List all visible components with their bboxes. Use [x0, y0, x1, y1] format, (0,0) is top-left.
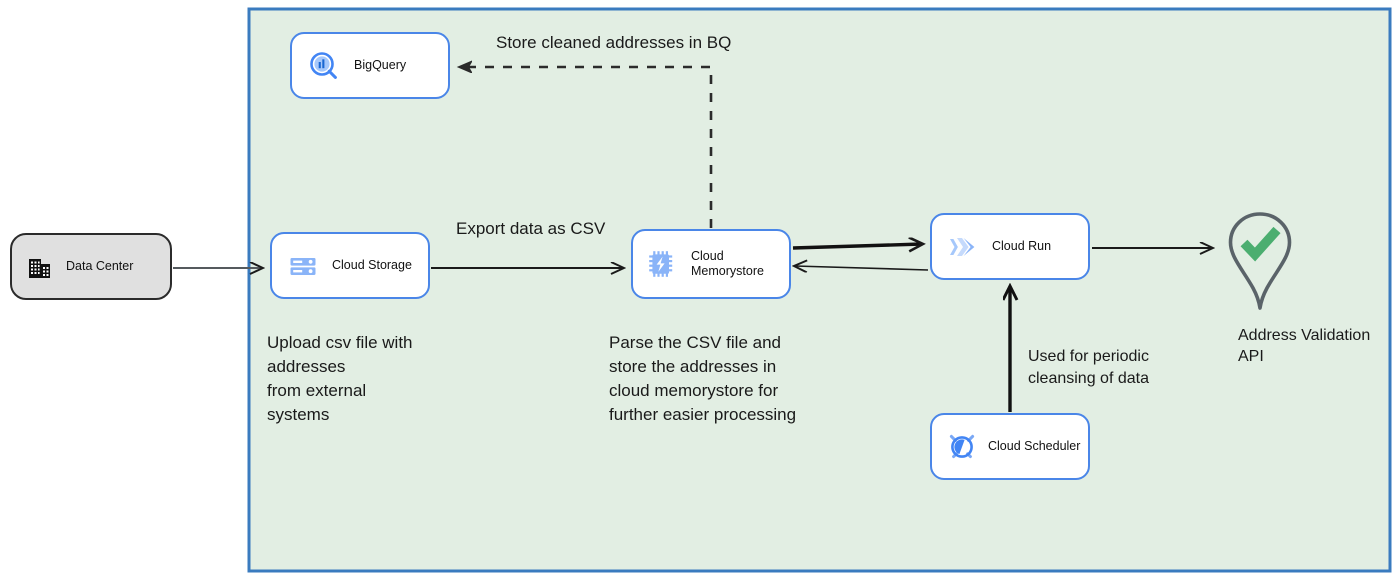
- label-address-validation-api: Address Validation API: [1238, 327, 1371, 365]
- node-cloud-scheduler[interactable]: Cloud Scheduler: [930, 413, 1090, 480]
- node-label: Cloud Run: [992, 239, 1052, 253]
- node-label: Cloud Memorystore: [691, 249, 764, 278]
- edge-memorystore-to-bigquery: [460, 67, 713, 228]
- node-bigquery[interactable]: BigQuery: [290, 32, 450, 99]
- edge-label-export-csv: Export data as CSV: [456, 219, 606, 238]
- cloud-memorystore-icon: [647, 249, 677, 279]
- node-label: Cloud Storage: [332, 258, 412, 272]
- bigquery-icon: [308, 50, 340, 82]
- data-center-icon: [26, 253, 54, 281]
- map-pin-check-icon: [1228, 212, 1292, 310]
- node-data-center[interactable]: Data Center: [10, 233, 172, 300]
- cloud-storage-icon: [288, 251, 318, 281]
- node-label: Cloud Scheduler: [988, 439, 1081, 453]
- caption-periodic-cleansing: Used for periodic cleansing of data: [1028, 348, 1149, 387]
- edge-label-store-in-bq: Store cleaned addresses in BQ: [496, 33, 732, 52]
- node-label: BigQuery: [354, 58, 407, 72]
- node-cloud-storage[interactable]: Cloud Storage: [270, 232, 430, 299]
- cloud-scheduler-icon: [946, 431, 978, 463]
- caption-parse-csv: Parse the CSV file and store the address…: [609, 333, 797, 424]
- edge-memorystore-to-cloudrun: [792, 244, 922, 248]
- google-cloud-boundary: [247, 7, 1392, 573]
- node-address-validation-api[interactable]: [1222, 208, 1298, 318]
- edge-cloudrun-to-memorystore: [795, 266, 929, 270]
- cloud-run-icon: [946, 232, 980, 262]
- node-cloud-run[interactable]: Cloud Run: [930, 213, 1090, 280]
- node-label: Data Center: [66, 259, 134, 273]
- caption-upload-csv: Upload csv file with addresses from exte…: [267, 333, 413, 424]
- node-cloud-memorystore[interactable]: Cloud Memorystore: [631, 229, 791, 299]
